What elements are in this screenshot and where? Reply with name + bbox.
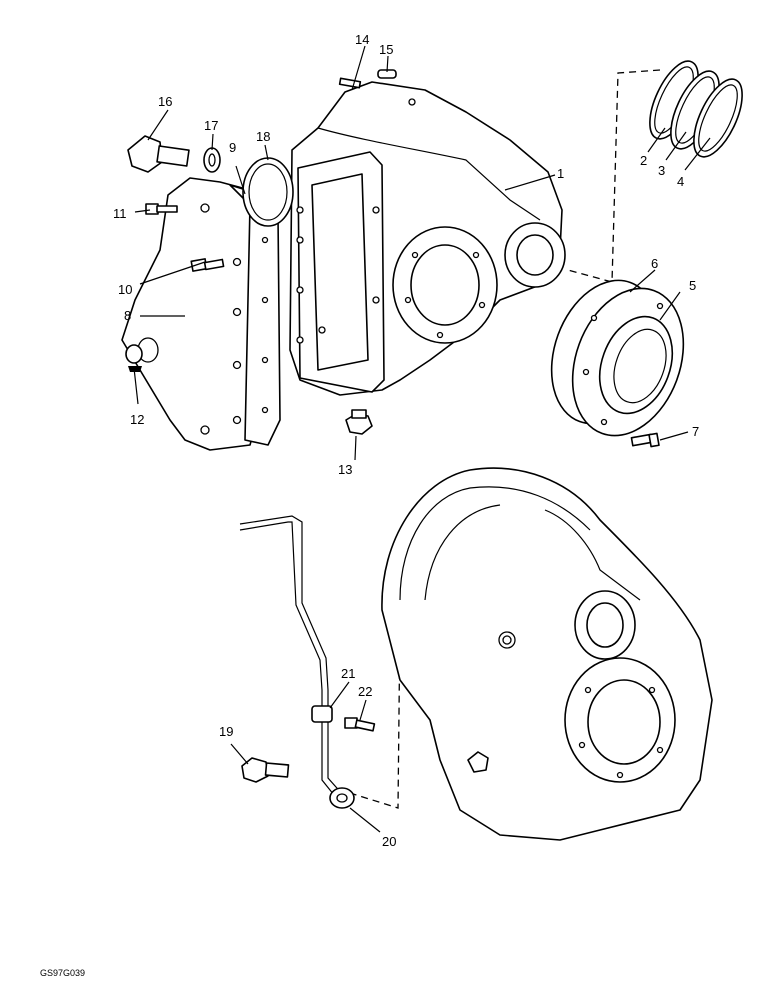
callout-12: 12 [130, 412, 144, 427]
figure-code: GS97G039 [40, 968, 85, 978]
callout-1: 1 [557, 166, 564, 181]
callout-10: 10 [118, 282, 132, 297]
lower-housing [381, 467, 713, 841]
callout-labels: 1 2 3 4 5 6 7 8 9 10 11 12 13 14 15 16 1… [113, 32, 699, 849]
breather-tube [239, 515, 345, 801]
ring-4 [693, 78, 743, 158]
bolt-16 [127, 135, 190, 173]
washer-17 [203, 147, 221, 173]
plug-12 [125, 344, 143, 372]
fitting-19 [241, 757, 290, 783]
bolt-11 [145, 203, 178, 215]
callout-5: 5 [689, 278, 696, 293]
callout-7: 7 [692, 424, 699, 439]
bolt-7 [630, 432, 660, 448]
bolt-22 [344, 717, 376, 732]
banjo-20 [329, 787, 355, 809]
main-housing [289, 81, 566, 396]
callout-3: 3 [658, 163, 665, 178]
callout-8: 8 [124, 308, 131, 323]
callout-21: 21 [341, 666, 355, 681]
callout-22: 22 [358, 684, 372, 699]
clip-21 [311, 705, 333, 723]
pin-14 [338, 77, 362, 89]
callout-2: 2 [640, 153, 647, 168]
callout-17: 17 [204, 118, 218, 133]
callout-13: 13 [338, 462, 352, 477]
callout-4: 4 [677, 174, 684, 189]
callout-6: 6 [651, 256, 658, 271]
callout-9: 9 [229, 140, 236, 155]
callout-14: 14 [355, 32, 369, 47]
cover-8 [121, 177, 263, 451]
o-ring-18 [242, 157, 294, 227]
bearing-carrier-5 [571, 287, 685, 437]
drain-plug-13 [345, 409, 373, 435]
callout-15: 15 [379, 42, 393, 57]
leader-lines [133, 45, 711, 833]
callout-19: 19 [219, 724, 233, 739]
callout-20: 20 [382, 834, 396, 849]
callout-16: 16 [158, 94, 172, 109]
callout-11: 11 [113, 206, 127, 221]
callout-18: 18 [256, 129, 270, 144]
